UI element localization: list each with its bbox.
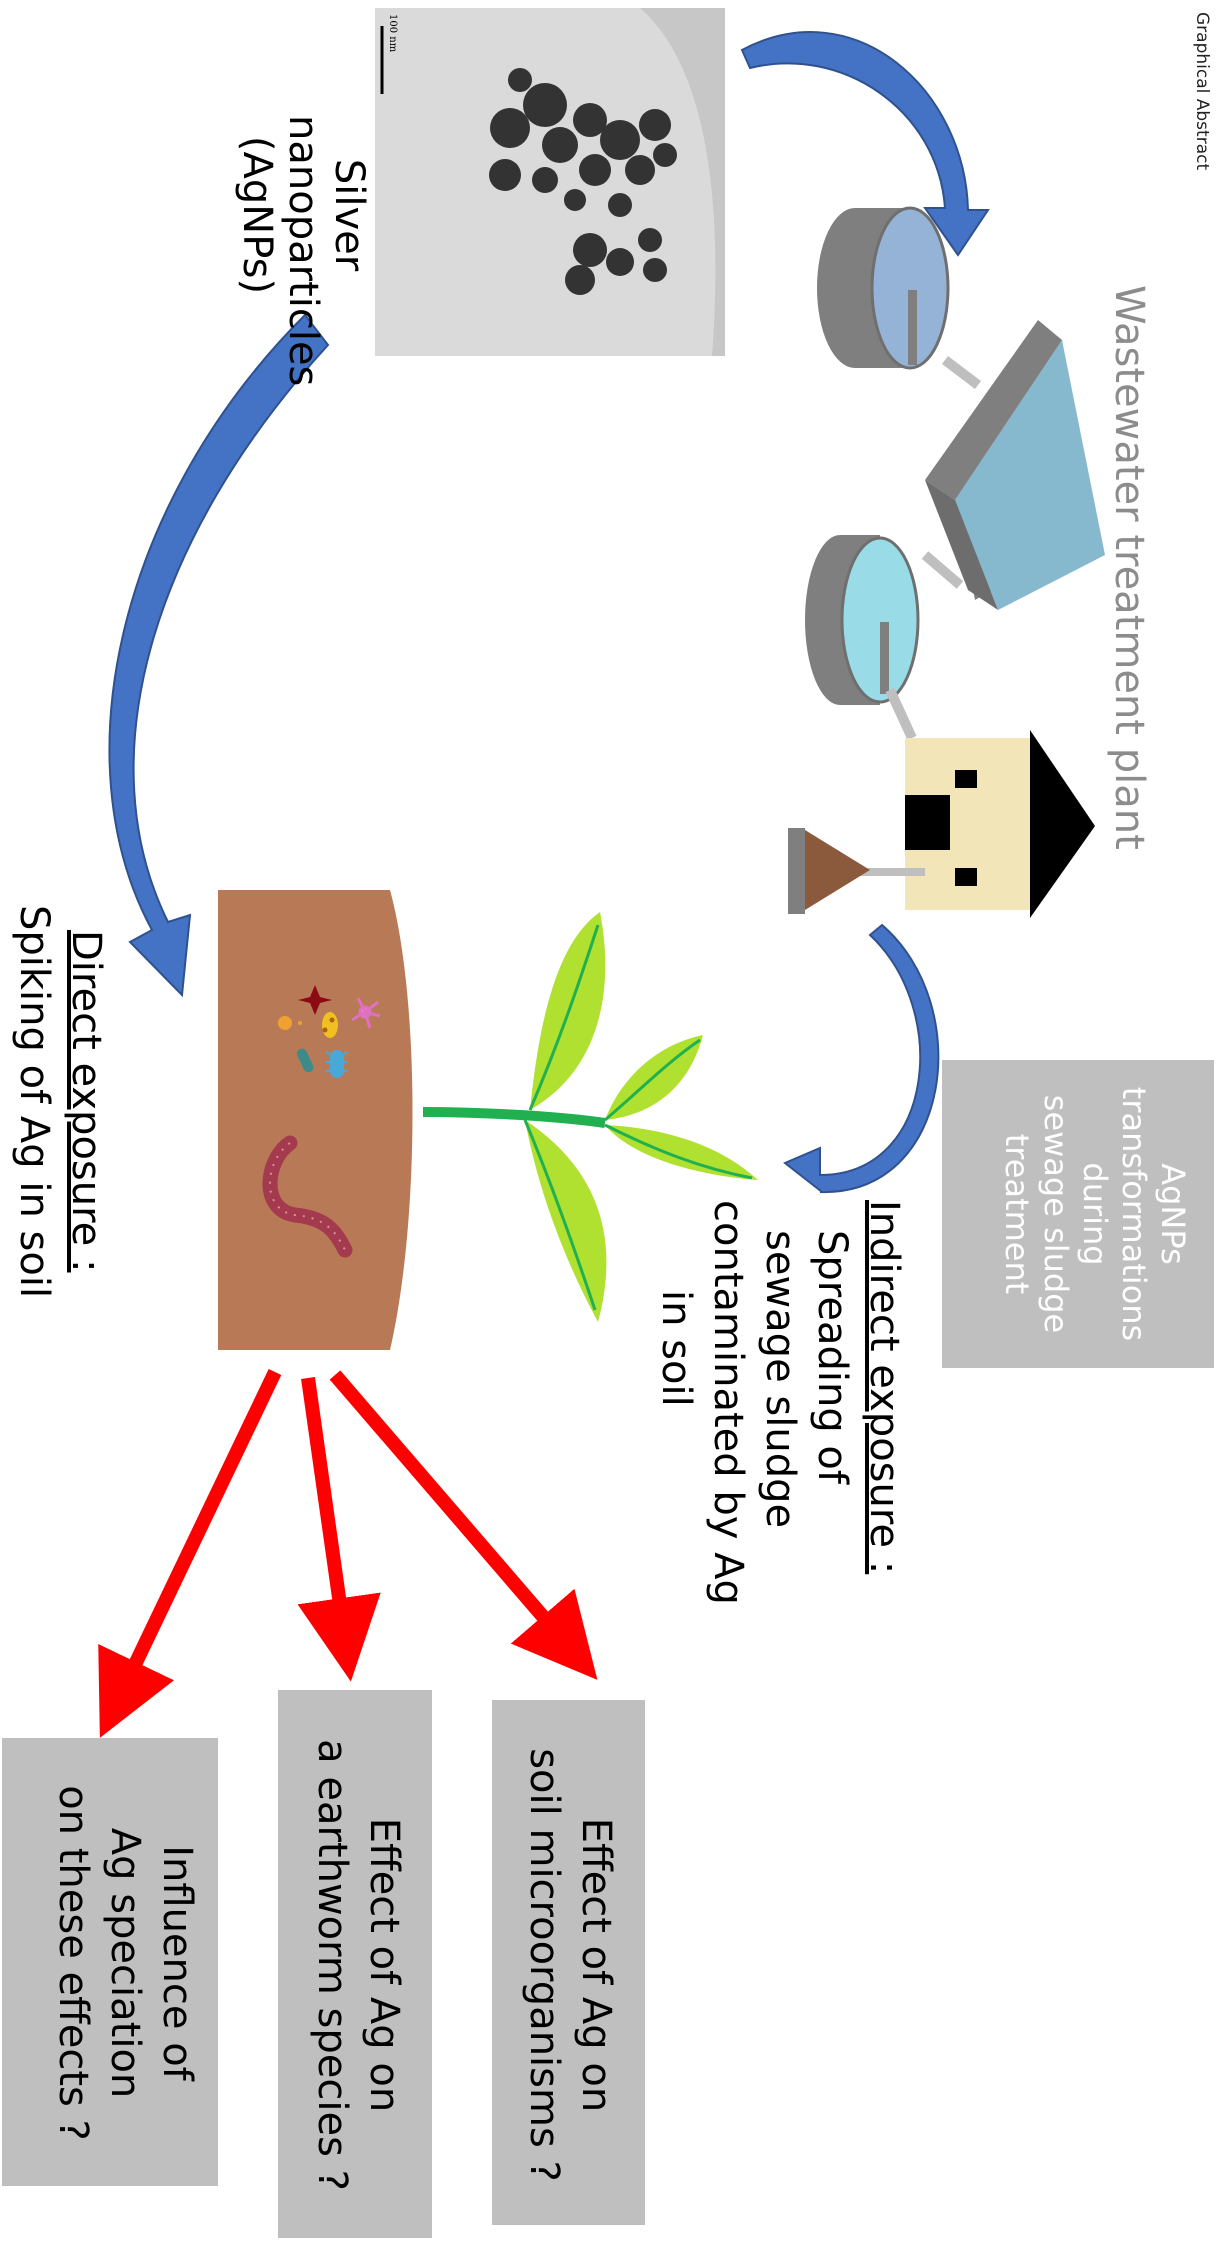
bacterium-yellow-icon xyxy=(322,1012,338,1038)
arrow-wwtp-to-soil xyxy=(783,923,940,1194)
tem-scale-label: 100 nm xyxy=(387,14,398,53)
leaf-lower-right xyxy=(605,1125,758,1180)
spore-icon xyxy=(278,1016,292,1030)
bacterium-blue-icon xyxy=(325,1050,349,1078)
indirect-exposure-text: Indirect exposure : Spreading of sewage … xyxy=(650,1200,910,1630)
arrow-to-microorganisms xyxy=(329,1370,598,1680)
star-icon xyxy=(298,985,332,1015)
direct-exposure-text: Direct exposure : Spiking of Ag in soil xyxy=(8,905,112,1365)
aeration-basin xyxy=(925,320,1105,610)
soil-block xyxy=(218,890,413,1350)
arrow-to-earthworm xyxy=(297,1377,381,1682)
soil-organisms xyxy=(262,985,381,1258)
effect-box-earthworm xyxy=(278,1690,432,2238)
agnps-label: Silver nanoparticles (AgNPs) xyxy=(234,115,372,387)
effect-text-speciation: Influence of Ag speciation on these effe… xyxy=(50,1785,200,2141)
arrow-to-speciation xyxy=(98,1368,282,1738)
indirect-title: Indirect exposure : xyxy=(861,1200,907,1575)
clarifier-tank-1 xyxy=(817,206,950,370)
wwtp-title: Wastewater treatment plant xyxy=(1106,285,1152,850)
effect-text-microorganisms: Effect of Ag on soil microorganisms ? xyxy=(521,1748,619,2182)
protist-pink-icon xyxy=(351,997,381,1029)
direct-title: Direct exposure : xyxy=(63,930,109,1273)
nanoparticle-cluster xyxy=(489,68,677,295)
transformations-text: AgNPs transformations during sewage slud… xyxy=(998,1086,1192,1342)
bacterium-teal-icon xyxy=(297,1048,314,1073)
clarifier-tank-2 xyxy=(805,535,920,705)
sludge-building xyxy=(905,730,1095,918)
effect-box-speciation xyxy=(2,1738,218,2186)
transformations-box xyxy=(942,1060,1214,1368)
sludge-pile xyxy=(788,828,870,914)
wwtp-illustration xyxy=(788,206,1105,918)
plant-illustration xyxy=(422,912,758,1322)
arrow-tem-to-wwtp xyxy=(740,31,990,257)
effect-text-earthworm: Effect of Ag on a earthworm species ? xyxy=(309,1739,407,2191)
tem-image xyxy=(375,8,725,356)
arrow-agnps-to-soil xyxy=(108,313,330,998)
plant-stem xyxy=(422,1107,606,1128)
effect-box-microorganisms xyxy=(492,1700,645,2225)
